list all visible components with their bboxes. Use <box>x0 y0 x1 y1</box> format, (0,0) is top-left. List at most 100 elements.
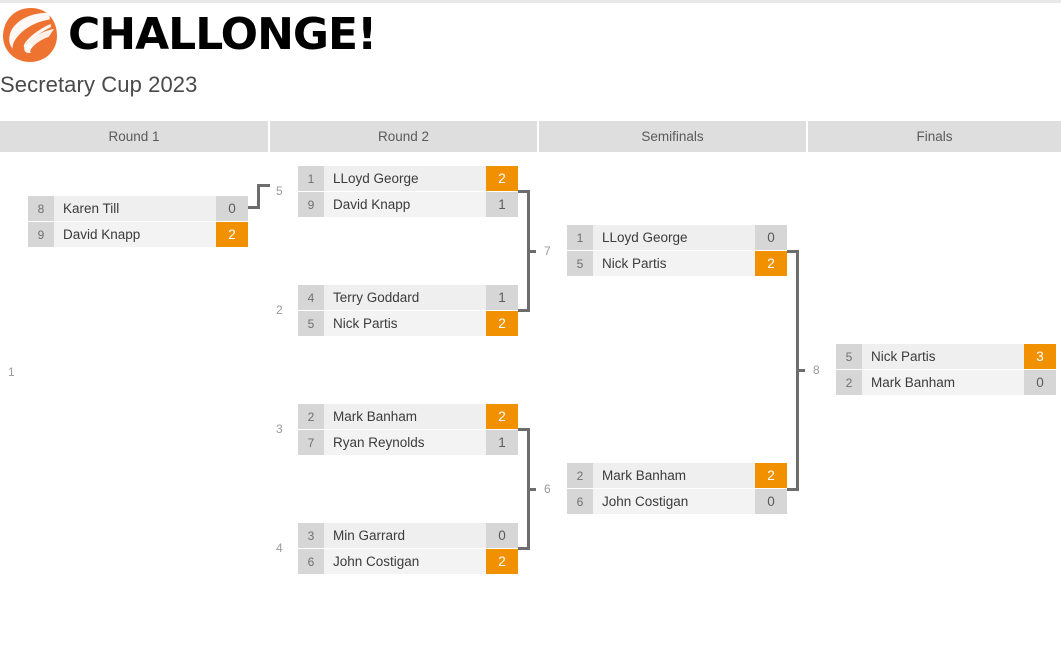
match-row[interactable]: 6 John Costigan 2 <box>298 549 518 574</box>
top-rule <box>0 0 1061 3</box>
player-seed: 2 <box>298 404 324 429</box>
connector-r2m5-out <box>518 190 530 193</box>
match-number-4: 4 <box>276 541 283 555</box>
player-name: LLoyd George <box>593 225 755 250</box>
player-name: David Knapp <box>54 222 216 247</box>
player-score: 0 <box>1024 370 1056 395</box>
match-card-8[interactable]: 5 Nick Partis 3 2 Mark Banham 0 <box>836 344 1056 395</box>
match-card-5[interactable]: 1 LLoyd George 2 9 David Knapp 1 <box>298 166 518 217</box>
player-name: David Knapp <box>324 192 486 217</box>
player-seed: 2 <box>567 463 593 488</box>
match-card-7[interactable]: 1 LLoyd George 0 5 Nick Partis 2 <box>567 225 787 276</box>
connector-r1m1-out <box>248 206 260 209</box>
player-seed: 8 <box>28 196 54 221</box>
player-seed: 1 <box>298 166 324 191</box>
match-row[interactable]: 1 LLoyd George 2 <box>298 166 518 191</box>
round-header-finals: Finals <box>808 121 1061 152</box>
player-name: John Costigan <box>324 549 486 574</box>
connector-sf7-in <box>527 250 536 253</box>
match-row[interactable]: 6 John Costigan 0 <box>567 489 787 514</box>
player-score: 1 <box>486 430 518 455</box>
player-score: 0 <box>216 196 248 221</box>
match-card-1[interactable]: 8 Karen Till 0 9 David Knapp 2 <box>28 196 248 247</box>
round-headers-bar: Round 1 Round 2 Semifinals Finals <box>0 121 1061 152</box>
match-number-8: 8 <box>813 363 820 377</box>
match-row[interactable]: 5 Nick Partis 3 <box>836 344 1056 369</box>
match-card-2[interactable]: 4 Terry Goddard 1 5 Nick Partis 2 <box>298 285 518 336</box>
match-row[interactable]: 2 Mark Banham 2 <box>567 463 787 488</box>
player-name: Nick Partis <box>862 344 1024 369</box>
player-seed: 6 <box>298 549 324 574</box>
match-row[interactable]: 9 David Knapp 1 <box>298 192 518 217</box>
match-row[interactable]: 1 LLoyd George 0 <box>567 225 787 250</box>
player-name: LLoyd George <box>324 166 486 191</box>
round-header-round-2: Round 2 <box>270 121 539 152</box>
match-number-5: 5 <box>276 184 283 198</box>
player-name: Mark Banham <box>324 404 486 429</box>
player-score: 2 <box>486 311 518 336</box>
match-number-1: 1 <box>8 365 15 379</box>
player-score: 1 <box>486 285 518 310</box>
brand-header[interactable]: CHALLONGE! <box>0 4 377 66</box>
player-seed: 5 <box>836 344 862 369</box>
connector-r2m3-out <box>518 428 530 431</box>
match-card-3[interactable]: 2 Mark Banham 2 7 Ryan Reynolds 1 <box>298 404 518 455</box>
player-score: 0 <box>755 489 787 514</box>
player-seed: 2 <box>836 370 862 395</box>
player-score: 2 <box>216 222 248 247</box>
player-name: Karen Till <box>54 196 216 221</box>
player-name: John Costigan <box>593 489 755 514</box>
round-header-semifinals: Semifinals <box>539 121 808 152</box>
match-row[interactable]: 2 Mark Banham 2 <box>298 404 518 429</box>
player-name: Mark Banham <box>862 370 1024 395</box>
player-seed: 9 <box>298 192 324 217</box>
match-row[interactable]: 5 Nick Partis 2 <box>298 311 518 336</box>
bracket-canvas: 1 5 2 3 4 7 6 8 8 Karen Till 0 9 David K… <box>0 152 1061 661</box>
player-seed: 6 <box>567 489 593 514</box>
player-name: Nick Partis <box>324 311 486 336</box>
player-seed: 5 <box>298 311 324 336</box>
match-row[interactable]: 2 Mark Banham 0 <box>836 370 1056 395</box>
player-seed: 7 <box>298 430 324 455</box>
player-score: 1 <box>486 192 518 217</box>
match-row[interactable]: 4 Terry Goddard 1 <box>298 285 518 310</box>
connector-final-in <box>796 369 805 372</box>
player-name: Min Garrard <box>324 523 486 548</box>
match-row[interactable]: 7 Ryan Reynolds 1 <box>298 430 518 455</box>
player-score: 2 <box>486 549 518 574</box>
player-seed: 1 <box>567 225 593 250</box>
player-name: Ryan Reynolds <box>324 430 486 455</box>
connector-r2m2-out <box>518 309 530 312</box>
match-row[interactable]: 8 Karen Till 0 <box>28 196 248 221</box>
connector-r1m1-in <box>257 184 270 187</box>
connector-sf6-in <box>527 488 536 491</box>
connector-r2m4-out <box>518 547 530 550</box>
player-score: 3 <box>1024 344 1056 369</box>
match-number-2: 2 <box>276 303 283 317</box>
player-name: Mark Banham <box>593 463 755 488</box>
player-score: 2 <box>486 404 518 429</box>
match-row[interactable]: 9 David Knapp 2 <box>28 222 248 247</box>
player-score: 0 <box>755 225 787 250</box>
challonge-leaf-logo-icon <box>3 8 57 62</box>
match-row[interactable]: 3 Min Garrard 0 <box>298 523 518 548</box>
connector-r1m1-vertical <box>257 184 260 209</box>
connector-sf6-to-final <box>787 488 799 491</box>
player-seed: 4 <box>298 285 324 310</box>
match-row[interactable]: 5 Nick Partis 2 <box>567 251 787 276</box>
player-name: Terry Goddard <box>324 285 486 310</box>
player-seed: 3 <box>298 523 324 548</box>
player-score: 2 <box>755 251 787 276</box>
match-card-4[interactable]: 3 Min Garrard 0 6 John Costigan 2 <box>298 523 518 574</box>
player-seed: 5 <box>567 251 593 276</box>
match-number-3: 3 <box>276 422 283 436</box>
page-title: Secretary Cup 2023 <box>0 72 198 97</box>
player-seed: 9 <box>28 222 54 247</box>
round-header-round-1: Round 1 <box>0 121 270 152</box>
brand-wordmark: CHALLONGE! <box>68 9 377 60</box>
player-name: Nick Partis <box>593 251 755 276</box>
connector-sf7-to-final <box>787 250 799 253</box>
match-number-7: 7 <box>544 244 551 258</box>
match-card-6[interactable]: 2 Mark Banham 2 6 John Costigan 0 <box>567 463 787 514</box>
match-number-6: 6 <box>544 482 551 496</box>
